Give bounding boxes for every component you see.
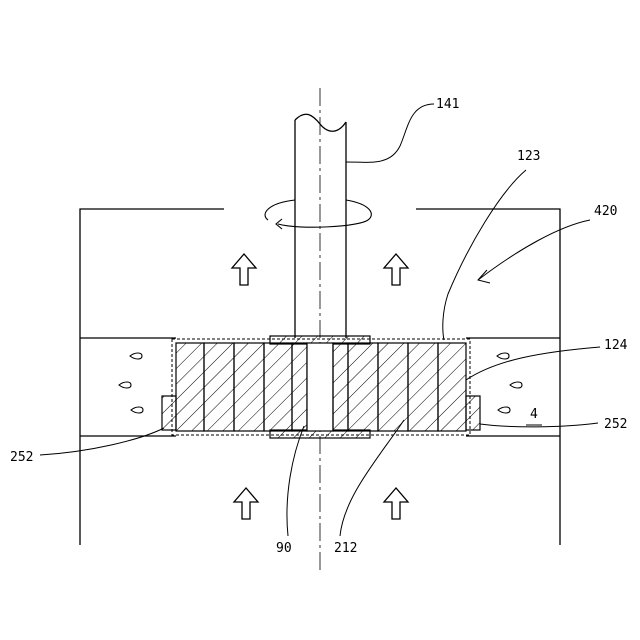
label-seal-ring: 123: [517, 149, 540, 164]
label-holder-right: 252: [604, 417, 627, 432]
label-gap: 124: [604, 338, 628, 353]
rotor-blocks: [176, 343, 466, 431]
label-zone: 4: [530, 407, 538, 422]
label-holder-left: 252: [10, 450, 33, 465]
rotation-arrow-icon: [265, 200, 371, 229]
label-chamber: 420: [594, 204, 617, 219]
label-rotor: 212: [334, 541, 357, 556]
label-bearing: 90: [276, 541, 292, 556]
label-shaft: 141: [436, 97, 459, 112]
